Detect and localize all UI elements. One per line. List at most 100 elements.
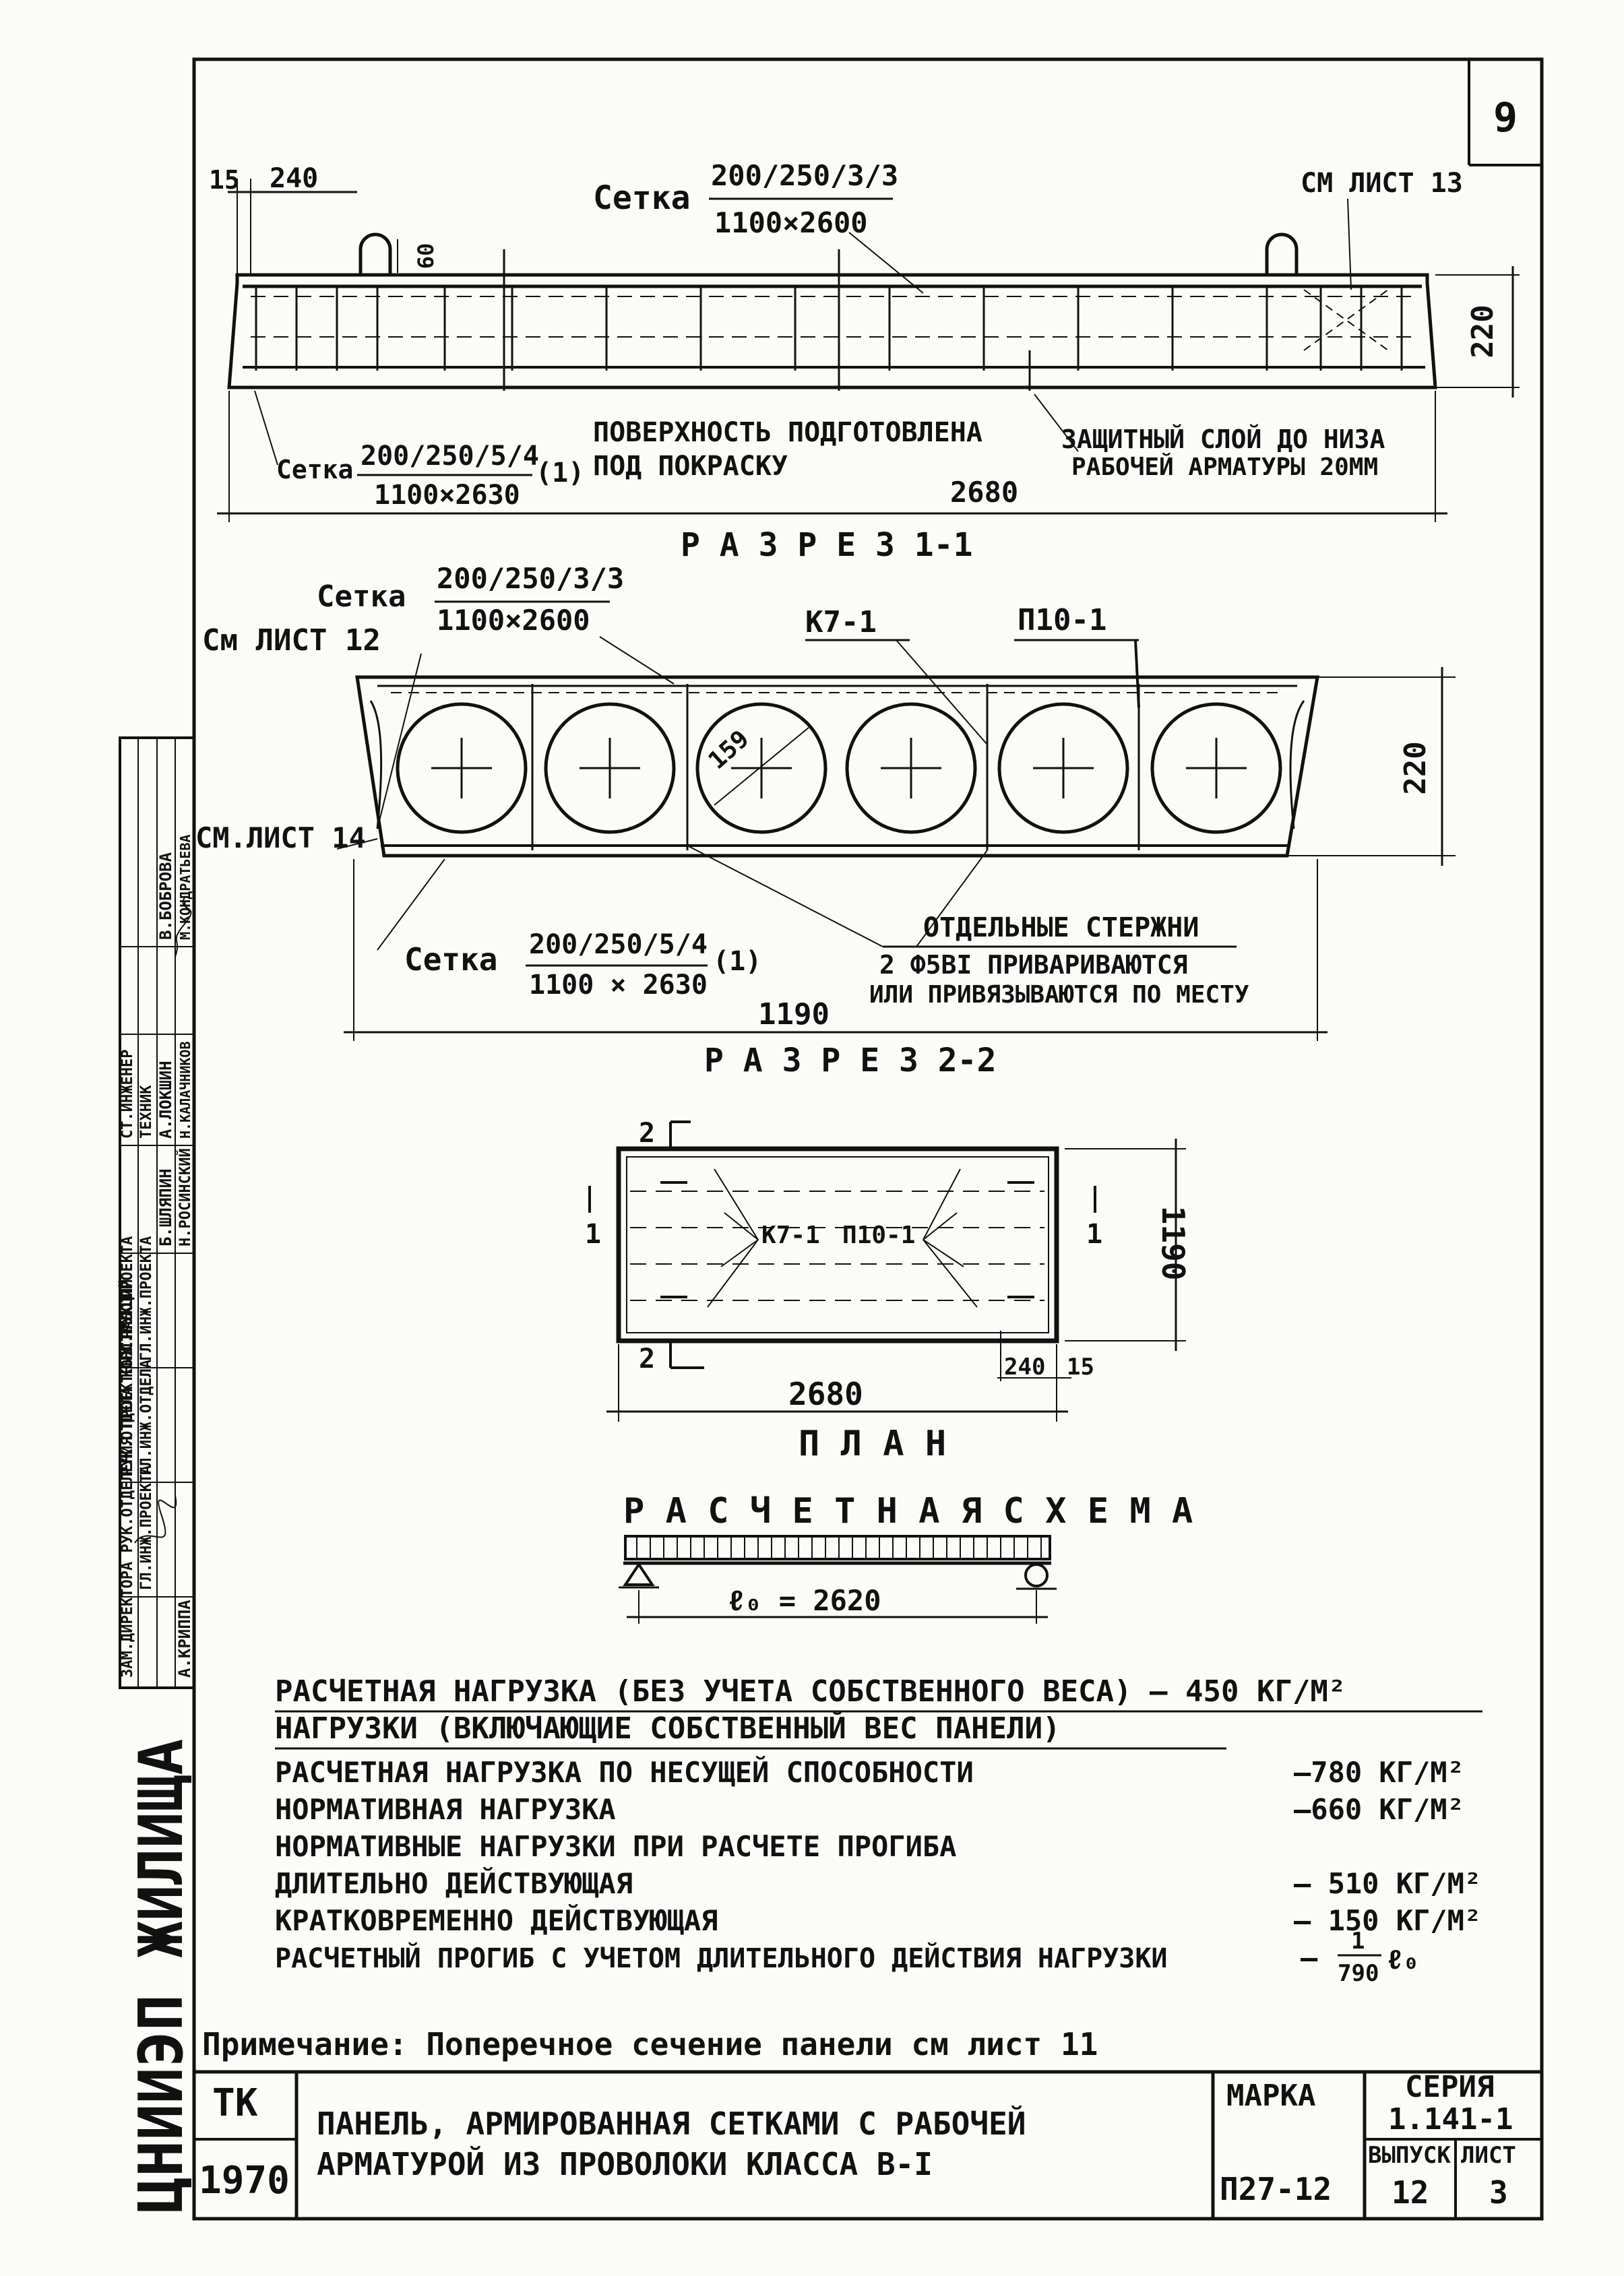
signature-2: [175, 895, 192, 957]
org-name: ЦНИИЭП ЖИЛИЩА: [126, 1739, 197, 2213]
plan-title: П Л А Н: [799, 1424, 946, 1464]
see-sheet-12: См ЛИСТ 12: [202, 623, 381, 658]
sheet-number: 9: [1493, 94, 1518, 141]
note: Примечание: Поперечное сечение панели см…: [202, 2026, 1098, 2062]
setka-bottom-suffix: (1): [536, 457, 584, 488]
load-row-5-label: КРАТКОВРЕМЕННО ДЕЙСТВУЮЩАЯ: [275, 1903, 718, 1937]
stamp-role-2: ГЛ.ИНЖ.ПРОЕКТА: [138, 1465, 155, 1590]
lifting-loop-left: [358, 232, 392, 276]
setka-top-den: 1100×2600: [714, 206, 868, 239]
dim-60: 60: [413, 243, 439, 270]
section-2-title: Р А З Р Е З 2-2: [704, 1042, 996, 1079]
deflection-den: 790: [1338, 1960, 1379, 1987]
setka-bottom-label: Сетка: [404, 941, 497, 978]
load-row-6-label: РАСЧЕТНЫЙ ПРОГИБ С УЧЕТОМ ДЛИТЕЛЬНОГО ДЕ…: [275, 1942, 1168, 1974]
stamp-name-5: Н.КАЛАЧНИКОВ: [177, 1042, 193, 1139]
plan-outline: [616, 1146, 1059, 1344]
mark-1-right: 1: [1086, 1219, 1102, 1250]
setka-label: Сетка: [317, 579, 406, 614]
tb-sheet-label: ЛИСТ: [1461, 2142, 1516, 2169]
hollow-panel-section: [355, 675, 1319, 858]
panel-section: [227, 273, 1437, 389]
stamp-name-3: Н.РОСИНСКИЙ: [177, 1148, 194, 1246]
title-block: ТК 1970 ПАНЕЛЬ, АРМИРОВАННАЯ СЕТКАМИ С Р…: [194, 2070, 1542, 2219]
stamp-role-5: ГЛ.ИНЖ.ПРОЕКТА: [119, 1236, 136, 1361]
tb-series-label: СЕРИЯ: [1405, 2070, 1494, 2104]
dim-220: 220: [1466, 305, 1500, 358]
bars-note-2: 2 Ф5ВI ПРИВАРИВАЮТСЯ: [879, 950, 1188, 980]
stamp-role-4: ГЛ.ИНЖ.ОТДЕЛА: [138, 1360, 155, 1476]
tb-series-value: 1.141-1: [1388, 2102, 1513, 2137]
stamp-name-2: Б.ШЛЯПИН: [156, 1168, 175, 1246]
hollow-voids: [396, 702, 1282, 834]
design-scheme: Р А С Ч Е Т Н А Я С Х Е М А ℓ₀ = 2620: [619, 1491, 1193, 1624]
stamp-role-7: СТ.ИНЖЕНЕР: [119, 1050, 136, 1139]
surface-note-1: ПОВЕРХНОСТЬ ПОДГОТОВЛЕНА: [593, 417, 982, 448]
section-2-2: 159 Сетка 200/250/3/3 1100×2600 См ЛИСТ …: [195, 562, 1456, 1079]
setka-bottom-den: 1100 × 2630: [529, 970, 708, 1001]
tb-marka-value: П27-12: [1220, 2171, 1332, 2207]
stamp-name-1: А.КРИППА: [175, 1600, 194, 1678]
surface-note-2: ПОД ПОКРАСКУ: [593, 451, 788, 482]
plan-k7-label: К7-1: [761, 1222, 820, 1249]
plan-view: 2 2 1 1 К7-1 П10-1 1190 240 15 2680 П Л …: [585, 1118, 1191, 1464]
mark-2-bottom: 2: [639, 1344, 655, 1374]
section-1-title: Р А З Р Е З 1-1: [681, 526, 972, 564]
tb-title-line1: ПАНЕЛЬ, АРМИРОВАННАЯ СЕТКАМИ С РАБОЧЕЙ: [317, 2106, 1026, 2142]
load-row-3-label: НОРМАТИВНЫЕ НАГРУЗКИ ПРИ РАСЧЕТЕ ПРОГИБА: [275, 1830, 956, 1863]
plan-dim-240: 240: [1004, 1354, 1045, 1381]
design-load: РАСЧЕТНАЯ НАГРУЗКА (БЕЗ УЧЕТА СОБСТВЕННО…: [275, 1674, 1346, 1709]
k7-label: К7-1: [805, 605, 877, 639]
signature-1: [134, 1495, 177, 1544]
setka-bottom-num: 200/250/5/4: [529, 929, 708, 960]
stamp-name-6: В.БОБРОВА: [156, 852, 175, 940]
tb-title-line2: АРМАТУРОЙ ИЗ ПРОВОЛОКИ КЛАССА В-I: [317, 2146, 933, 2182]
load-row-4-label: ДЛИТЕЛЬНО ДЕЙСТВУЮЩАЯ: [275, 1866, 633, 1900]
dim-2680: 2680: [950, 476, 1018, 509]
loads-heading: НАГРУЗКИ (ВКЛЮЧАЮЩИЕ СОБСТВЕННЫЙ ВЕС ПАН…: [275, 1710, 1061, 1746]
deflection-num: 1: [1351, 1928, 1365, 1955]
load-row-2-label: НОРМАТИВНАЯ НАГРУЗКА: [275, 1793, 616, 1826]
loads-table: РАСЧЕТНАЯ НАГРУЗКА (БЕЗ УЧЕТА СОБСТВЕННО…: [275, 1674, 1482, 1987]
stamp-role-6: ГЛ.ИНЖ.ПРОЕКТА: [138, 1236, 155, 1361]
see-sheet-13: СМ ЛИСТ 13: [1301, 168, 1463, 199]
load-row-5-value: — 150 КГ/М²: [1294, 1904, 1481, 1937]
dim-15: 15: [209, 165, 240, 195]
tb-issue-value: 12: [1392, 2174, 1429, 2211]
setka-bottom-suffix: (1): [713, 946, 761, 977]
dim-220: 220: [1398, 741, 1433, 794]
dim-1190: 1190: [758, 997, 830, 1032]
side-stamp: ЗАМ.ДИРЕКТОРА РУК.ОТДЕЛЕНИЯ ПРОЕКТНЫХ РА…: [119, 736, 197, 2213]
setka-top-den: 1100×2600: [437, 604, 590, 637]
scheme-span: ℓ₀ = 2620: [728, 1584, 881, 1617]
setka-top-num: 200/250/3/3: [711, 159, 898, 192]
tb-issue-label: ВЫПУСК: [1368, 2142, 1451, 2169]
bars-note-3: ИЛИ ПРИВЯЗЫВАЮТСЯ ПО МЕСТУ: [869, 981, 1249, 1009]
lifting-loop-right: [1265, 232, 1299, 276]
load-row-2-value: —660 КГ/М²: [1294, 1793, 1464, 1826]
stamp-role-1: ЗАМ.ДИРЕКТОРА РУК.ОТДЕЛЕНИЯ ПРОЕКТНЫХ РА…: [119, 1294, 136, 1678]
pin-support: [623, 1562, 655, 1586]
load-row-4-value: — 510 КГ/М²: [1294, 1867, 1481, 1900]
stamp-name-4: А.ЛОКШИН: [156, 1061, 175, 1139]
setka-top-num: 200/250/3/3: [437, 562, 624, 595]
load-row-1-label: РАСЧЕТНАЯ НАГРУЗКА ПО НЕСУЩЕЙ СПОСОБНОСТ…: [275, 1755, 974, 1789]
dim-240: 240: [270, 163, 318, 194]
tb-tk: ТК: [212, 2081, 258, 2125]
cover-note-2: РАБОЧЕЙ АРМАТУРЫ 20ММ: [1071, 453, 1378, 481]
load-row-1-value: —780 КГ/М²: [1294, 1756, 1464, 1789]
plan-dim-1190: 1190: [1155, 1206, 1191, 1281]
plan-p10-label: П10-1: [842, 1222, 915, 1249]
stamp-role-3: РУК.ОТДЕЛА КОНСТРУКЦИЙ: [119, 1279, 136, 1476]
deflection-suffix: ℓ₀: [1387, 1945, 1419, 1975]
mark-1-left: 1: [585, 1219, 601, 1250]
setka-label: Сетка: [593, 179, 691, 217]
load-row-6-value: —: [1301, 1941, 1318, 1974]
tb-marka-label: МАРКА: [1226, 2079, 1315, 2113]
tb-sheet-value: 3: [1489, 2174, 1508, 2211]
scheme-title: Р А С Ч Е Т Н А Я С Х Е М А: [623, 1491, 1193, 1531]
bars-note-1: ОТДЕЛЬНЫЕ СТЕРЖНИ: [923, 912, 1199, 943]
setka-bottom-num: 200/250/5/4: [361, 441, 539, 472]
